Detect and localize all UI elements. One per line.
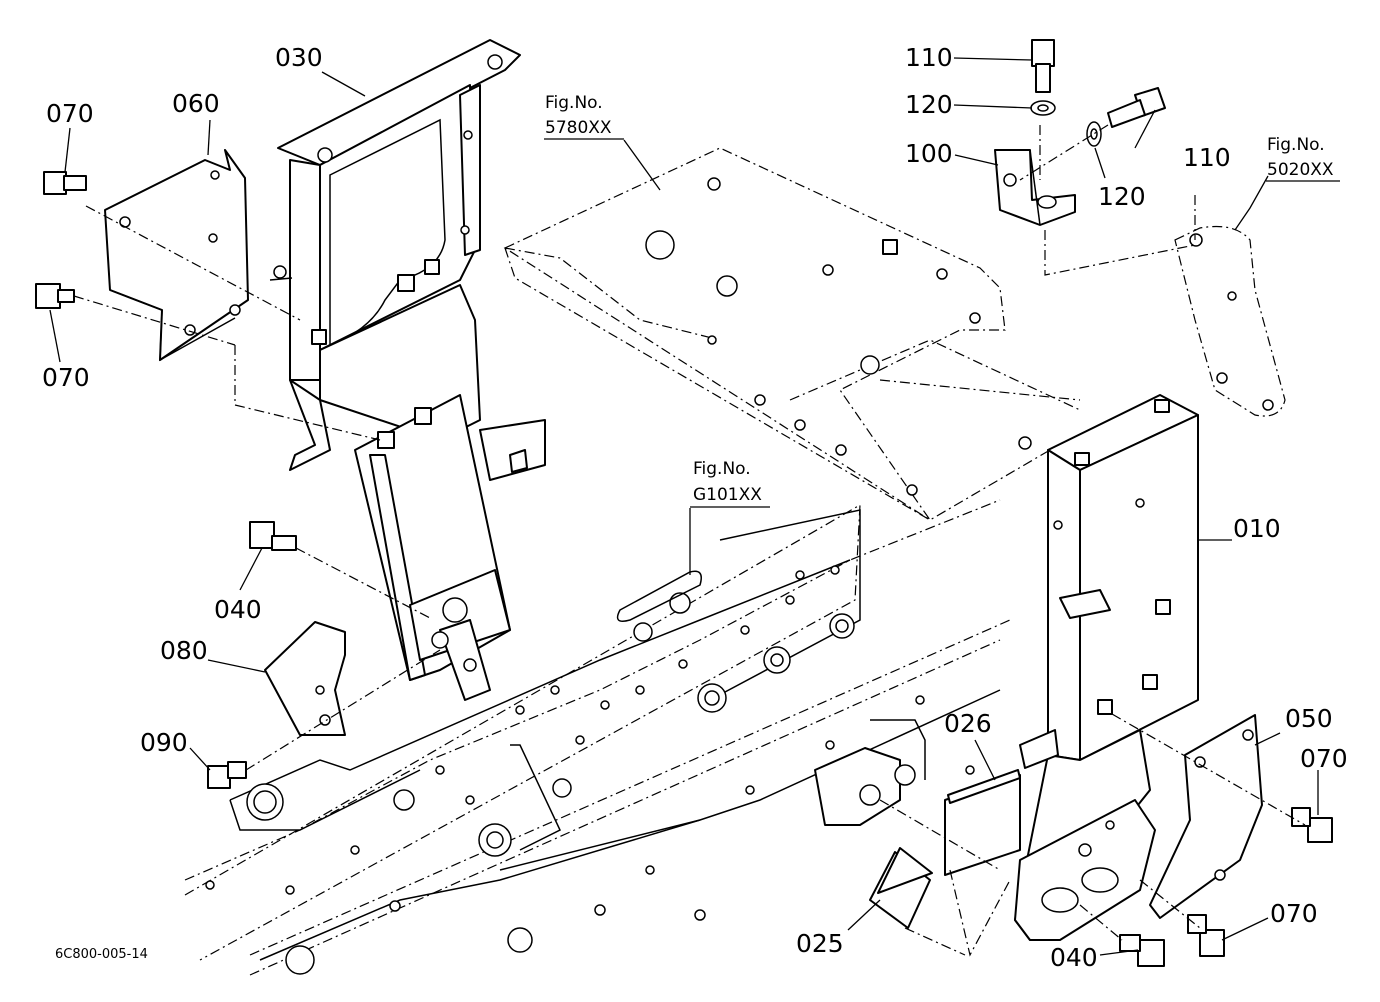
fig-ref-g101xx-line2: G101XX (693, 485, 762, 505)
part-026-pad (944, 769, 1021, 876)
bolt-110-top (1031, 39, 1055, 93)
label-070-lower-left: 070 (42, 363, 90, 392)
label-025: 025 (796, 929, 844, 958)
leader-lines (49, 57, 1319, 956)
platform-5780xx (503, 147, 1081, 521)
label-080: 080 (160, 636, 208, 665)
label-060: 060 (172, 89, 220, 118)
fig-ref-5020xx-line1: Fig.No. (1267, 135, 1325, 155)
label-120-side: 120 (1098, 182, 1146, 211)
part-010-column (1014, 394, 1199, 941)
washer-120-side (1086, 121, 1102, 147)
label-100: 100 (905, 139, 953, 168)
label-026: 026 (944, 709, 992, 738)
label-070-upper-left: 070 (46, 99, 94, 128)
part-100-angle (994, 149, 1076, 226)
part-025-pad (869, 847, 933, 929)
fig-ref-5020xx-line2: 5020XX (1267, 160, 1334, 180)
bolt-090 (207, 761, 247, 789)
label-040-right: 040 (1050, 943, 1098, 972)
bolt-110-side (1107, 87, 1166, 128)
fig-ref-5780xx-line2: 5780XX (545, 118, 612, 138)
bolt-070-right-upper (1291, 807, 1333, 843)
part-labels: 030 060 070 070 040 080 090 110 120 100 … (42, 43, 1348, 972)
washer-120-top (1030, 100, 1056, 116)
label-050: 050 (1285, 704, 1333, 733)
label-070-right-upper: 070 (1300, 744, 1348, 773)
bolt-040-right (1119, 934, 1165, 967)
drawing-code: 6C800-005-14 (55, 947, 148, 962)
label-090: 090 (140, 728, 188, 757)
part-050-plate (1149, 714, 1263, 919)
bolt-070-upper-left (43, 171, 87, 195)
part-030-bracket (269, 39, 546, 701)
part-060-plate (104, 149, 249, 362)
bolt-070-right-lower (1187, 914, 1225, 957)
bracket-5020xx (1174, 225, 1286, 417)
fig-ref-5780xx-line1: Fig.No. (545, 93, 603, 113)
fig-ref-5020xx: Fig.No. 5020XX (1266, 135, 1340, 182)
frame-rails (184, 499, 1011, 976)
label-110-side: 110 (1183, 143, 1231, 172)
assembly-lines (73, 124, 1306, 957)
fig-ref-g101xx-line1: Fig.No. (693, 459, 751, 479)
fig-ref-g101xx: Fig.No. G101XX (690, 459, 770, 508)
part-080-plate (264, 621, 346, 736)
fig-g101xx-slot (616, 570, 702, 622)
label-070-right-lower: 070 (1270, 899, 1318, 928)
fig-ref-5780xx: Fig.No. 5780XX (544, 93, 624, 140)
clamp-bracket (814, 719, 926, 826)
label-030: 030 (275, 43, 323, 72)
label-040-left: 040 (214, 595, 262, 624)
bolt-070-lower-left (35, 283, 75, 309)
bolt-040-left (249, 521, 297, 551)
label-110-top: 110 (905, 43, 953, 72)
label-010: 010 (1233, 514, 1281, 543)
label-120-top: 120 (905, 90, 953, 119)
